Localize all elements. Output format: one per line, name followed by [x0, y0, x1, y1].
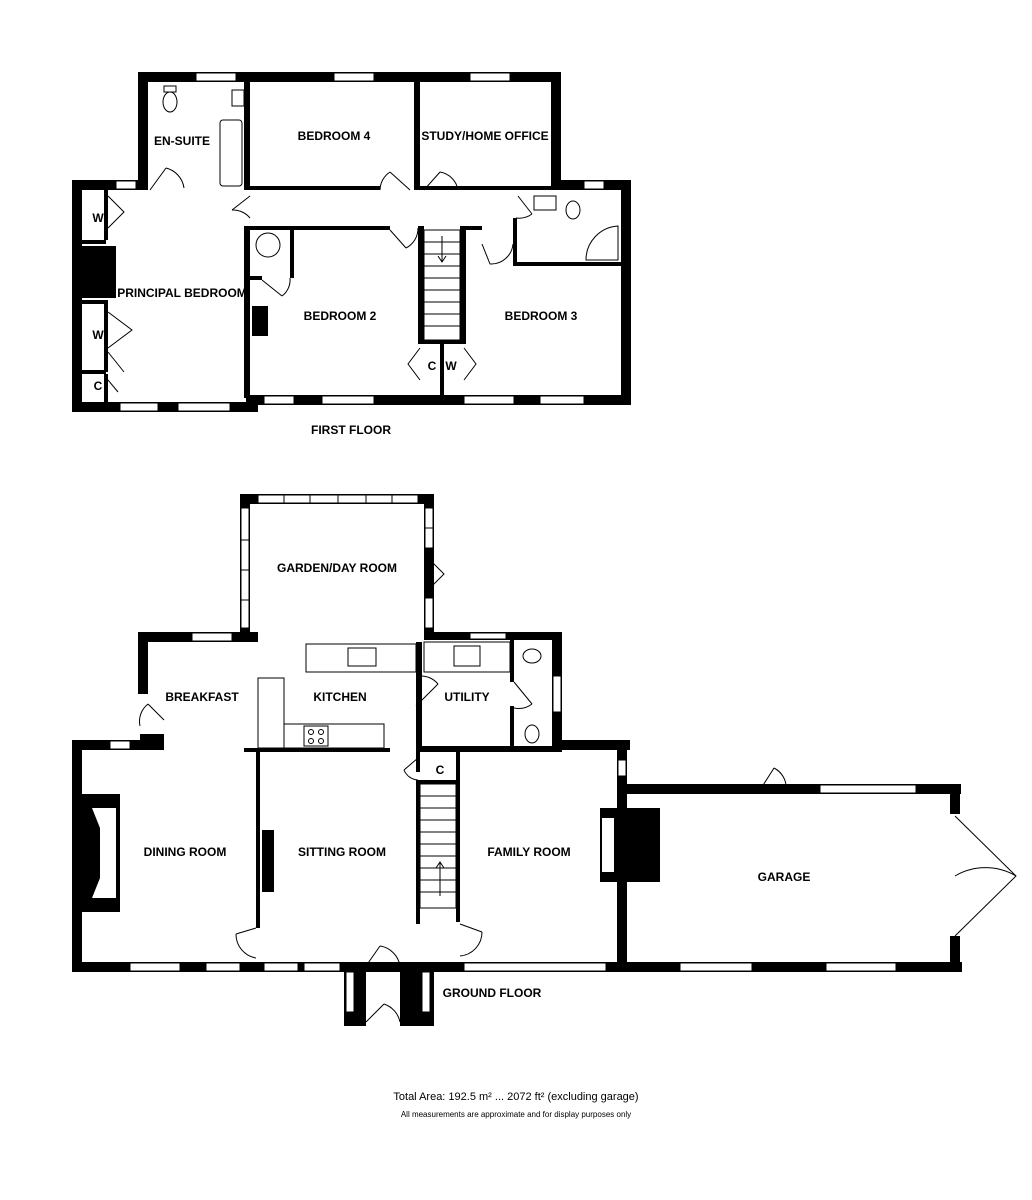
room-label-family: FAMILY ROOM [487, 845, 570, 859]
first-floor-walls [72, 72, 631, 412]
room-label-kitchen: KITCHEN [313, 690, 366, 704]
room-label-breakfast: BREAKFAST [165, 690, 239, 704]
ground-floor-plan: GARDEN/DAY ROOM BREAKFAST KITCHEN UTILIT… [72, 494, 1017, 1026]
kitchen-worktop-side [257, 677, 285, 749]
toilet-bath3 [565, 200, 581, 220]
room-label-utility: UTILITY [444, 690, 489, 704]
staircase-first [423, 229, 461, 341]
first-floor-plan: EN-SUITE BEDROOM 4 STUDY/HOME OFFICE PRI… [72, 72, 631, 437]
room-label-bedroom2: BEDROOM 2 [304, 309, 377, 323]
ground-floor-title: GROUND FLOOR [443, 986, 542, 1000]
room-label-cupboard1: C [94, 379, 103, 393]
stair-arrow-up [435, 861, 445, 896]
room-label-landing-cupboard: C [428, 359, 437, 373]
room-label-dining: DINING ROOM [144, 845, 227, 859]
room-label-principal: PRINCIPAL BEDROOM [117, 286, 247, 300]
room-label-landing-wardrobe: W [445, 359, 457, 373]
kitchen-worktop-bottom [283, 723, 385, 749]
basin-bath3 [533, 195, 557, 211]
toilet [162, 91, 178, 113]
basin [231, 89, 245, 107]
first-floor-doors [107, 167, 533, 393]
room-label-garden: GARDEN/DAY ROOM [277, 561, 397, 575]
utility-sink [453, 645, 481, 667]
room-label-bedroom4: BEDROOM 4 [298, 129, 371, 143]
ground-floor-labels: GARDEN/DAY ROOM BREAKFAST KITCHEN UTILIT… [144, 561, 811, 884]
water-tank [255, 232, 281, 258]
room-label-garage: GARAGE [758, 870, 811, 884]
room-label-en-suite: EN-SUITE [154, 134, 210, 148]
room-label-hall-cupboard: C [436, 763, 445, 777]
room-label-wardrobe1: W [92, 211, 104, 225]
disclaimer: All measurements are approximate and for… [401, 1110, 631, 1119]
ground-floor-doors [139, 555, 1017, 1023]
ground-floor-windows [109, 494, 917, 1013]
room-label-study: STUDY/HOME OFFICE [421, 129, 548, 143]
bath [219, 119, 243, 187]
wc-toilet-2 [524, 724, 540, 744]
hob [303, 725, 329, 747]
room-label-bedroom3: BEDROOM 3 [505, 309, 578, 323]
stair-arrow-down [437, 236, 447, 263]
first-floor-fixtures [162, 85, 619, 341]
ground-floor-walls [72, 494, 962, 1026]
kitchen-sink [347, 647, 377, 667]
ground-floor-fixtures [257, 641, 542, 909]
first-floor-title: FIRST FLOOR [311, 423, 391, 437]
shower [585, 225, 619, 261]
room-label-sitting: SITTING ROOM [298, 845, 386, 859]
first-floor-labels: EN-SUITE BEDROOM 4 STUDY/HOME OFFICE PRI… [92, 129, 577, 393]
first-floor-windows [115, 72, 605, 412]
utility-worktop [423, 641, 511, 673]
kitchen-worktop [305, 643, 417, 673]
staircase-ground [419, 783, 457, 909]
room-label-wardrobe2: W [92, 328, 104, 342]
total-area: Total Area: 192.5 m² ... 2072 ft² (exclu… [393, 1091, 638, 1103]
wc-toilet [522, 648, 542, 664]
cistern [163, 85, 177, 93]
